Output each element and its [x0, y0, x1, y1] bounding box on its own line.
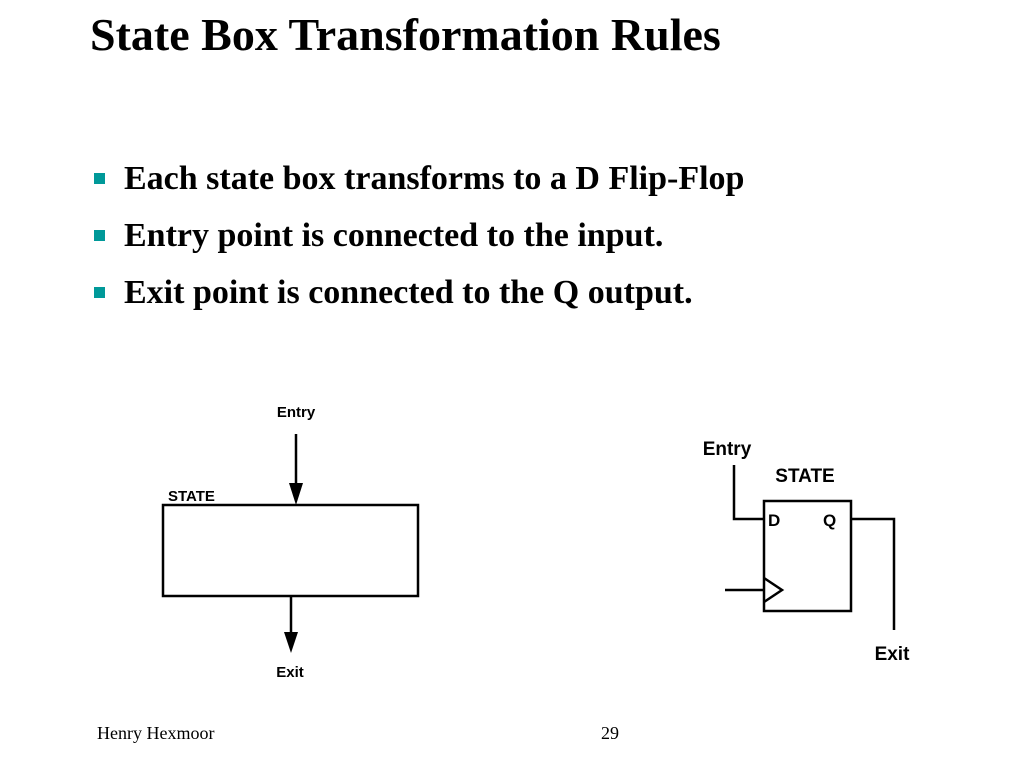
bullet-text: Each state box transforms to a D Flip-Fl…	[124, 160, 745, 197]
flipflop-entry-label: Entry	[703, 439, 752, 460]
flipflop-state-label: STATE	[775, 466, 834, 487]
exit-arrowhead-icon	[284, 632, 298, 653]
clock-triangle-icon	[763, 576, 785, 604]
state-box-state-label: STATE	[168, 488, 215, 505]
flipflop-entry-wire	[732, 465, 764, 521]
footer-author: Henry Hexmoor	[97, 723, 215, 743]
bullet-item: Entry point is connected to the input.	[94, 215, 744, 272]
square-bullet-icon	[94, 287, 105, 298]
bullet-text: Entry point is connected to the input.	[124, 217, 664, 254]
state-box-rectangle	[161, 503, 420, 598]
square-bullet-icon	[94, 173, 105, 184]
slide-title: State Box Transformation Rules	[90, 9, 721, 60]
flipflop-d-label: D	[768, 511, 780, 530]
flipflop-body	[762, 499, 853, 613]
entry-arrowhead-icon	[289, 483, 303, 505]
state-box-entry-label: Entry	[277, 404, 316, 421]
flipflop-q-label: Q	[823, 511, 836, 530]
bullet-list: Each state box transforms to a D Flip-Fl…	[94, 158, 744, 329]
bullet-item: Exit point is connected to the Q output.	[94, 272, 744, 329]
flipflop-exit-label: Exit	[875, 644, 911, 665]
page-number: 29	[601, 723, 619, 743]
state-box-diagram: Entry STATE Exit	[161, 404, 420, 681]
bullet-text: Exit point is connected to the Q output.	[124, 274, 693, 311]
square-bullet-icon	[94, 230, 105, 241]
state-box-exit-label: Exit	[276, 664, 304, 681]
bullet-item: Each state box transforms to a D Flip-Fl…	[94, 158, 744, 215]
flipflop-exit-wire	[851, 517, 896, 630]
flipflop-diagram: Entry STATE D Q Exit	[703, 439, 910, 665]
